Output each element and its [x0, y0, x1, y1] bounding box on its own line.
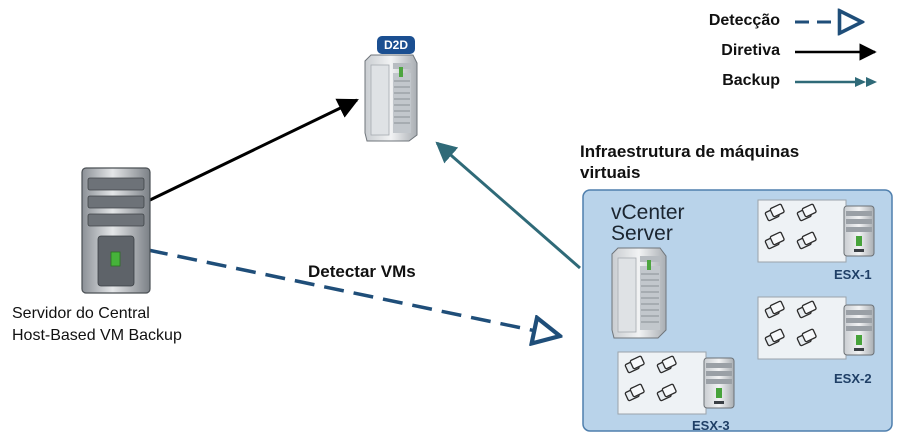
- detection-arrow: [147, 248, 560, 336]
- esx-server-icon: [843, 205, 875, 257]
- proxy-tower-server-icon: [81, 167, 151, 294]
- infrastructure-title-line2: virtuais: [580, 163, 641, 182]
- backup-arrow: [435, 141, 581, 270]
- proxy-server-label-line2: Host-Based VM Backup: [12, 327, 182, 344]
- d2d-badge: D2D: [377, 36, 415, 54]
- legend-backup-arrow2: [866, 77, 877, 87]
- legend-detection-label: Detecção: [708, 12, 780, 29]
- vcenter-server-icon: [611, 247, 667, 339]
- esx-2-host: [757, 296, 875, 360]
- vcenter-label-line1: vCenter: [611, 201, 685, 224]
- d2d-server-icon: [364, 54, 418, 142]
- vcenter-label-line2: Server: [611, 222, 673, 245]
- esx-2-label: ESX-2: [834, 371, 872, 386]
- legend-backup-arrow1: [855, 77, 866, 87]
- legend-directive-label: Diretiva: [721, 42, 780, 59]
- esx-3-host: [617, 351, 735, 415]
- infrastructure-title-line1: Infraestrutura de máquinas: [580, 142, 800, 161]
- esx-1-host: [757, 199, 875, 263]
- detect-vms-label: Detectar VMs: [308, 262, 416, 281]
- esx-server-icon: [703, 357, 735, 409]
- directive-arrow: [149, 98, 359, 202]
- esx-server-icon: [843, 304, 875, 356]
- esx-1-label: ESX-1: [834, 267, 872, 282]
- esx-3-label: ESX-3: [692, 418, 730, 433]
- proxy-server-label-line1: Servidor do Central: [12, 305, 150, 322]
- legend-backup-label: Backup: [722, 72, 780, 89]
